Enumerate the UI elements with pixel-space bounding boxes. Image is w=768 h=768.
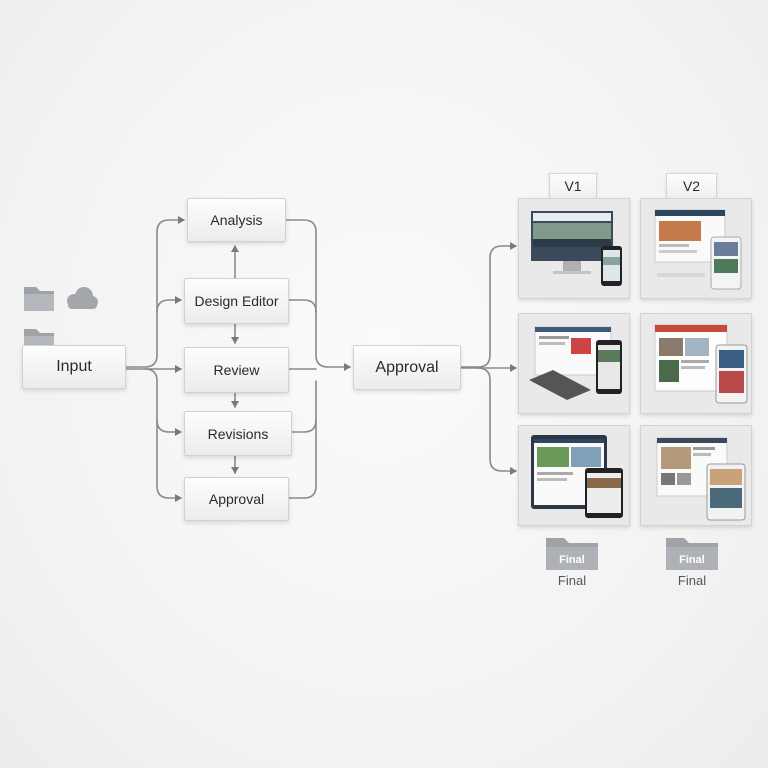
approval-node[interactable]: Approval (353, 345, 461, 390)
thumbnail-v1-desktop[interactable] (518, 198, 630, 299)
revisions-node[interactable]: Revisions (184, 411, 292, 456)
version-tag-v1[interactable]: V1 (549, 173, 597, 199)
connector-input-analysis (124, 220, 184, 367)
review-label: Review (214, 362, 260, 378)
final-folder-tag-v2: Final (679, 554, 705, 566)
input-node[interactable]: Input (22, 345, 126, 389)
design-editor-node[interactable]: Design Editor (184, 278, 289, 324)
version-label-v1: V1 (564, 178, 581, 194)
cloud-icon (67, 287, 98, 309)
final-folder-icon-v2: Final (666, 538, 718, 570)
review-node[interactable]: Review (184, 347, 289, 393)
approval-step-label: Approval (209, 491, 264, 507)
connector-design-merge (287, 300, 316, 312)
thumbnail-v1-tablet[interactable] (518, 425, 630, 526)
connector-approval-row1 (459, 246, 516, 367)
input-label: Input (56, 358, 92, 376)
connector-revisions-merge (290, 381, 316, 432)
final-folder-tag-v1: Final (559, 554, 585, 566)
final-label-v2: Final (652, 573, 732, 588)
thumbnail-v2-web-phone[interactable] (640, 425, 752, 526)
version-tag-v2[interactable]: V2 (666, 173, 717, 199)
analysis-label: Analysis (210, 212, 262, 228)
connector-input-revisions (145, 369, 181, 432)
revisions-label: Revisions (208, 426, 269, 442)
connector-approval-row3 (478, 368, 516, 471)
connector-input-design-editor (157, 300, 181, 312)
thumbnail-v1-laptop[interactable] (518, 313, 630, 414)
approval-step-node[interactable]: Approval (184, 477, 289, 521)
analysis-node[interactable]: Analysis (187, 198, 286, 242)
folder-icon (24, 287, 54, 311)
approval-label: Approval (375, 359, 438, 377)
folder-icon (24, 329, 54, 346)
final-folder-icon-v1: Final (546, 538, 598, 570)
thumbnail-v2-web-page[interactable] (640, 198, 752, 299)
version-label-v2: V2 (683, 178, 700, 194)
final-label-v1: Final (532, 573, 612, 588)
connector-analysis-merge (284, 220, 350, 367)
thumbnail-v2-magazine[interactable] (640, 313, 752, 414)
design-editor-label: Design Editor (194, 293, 278, 309)
